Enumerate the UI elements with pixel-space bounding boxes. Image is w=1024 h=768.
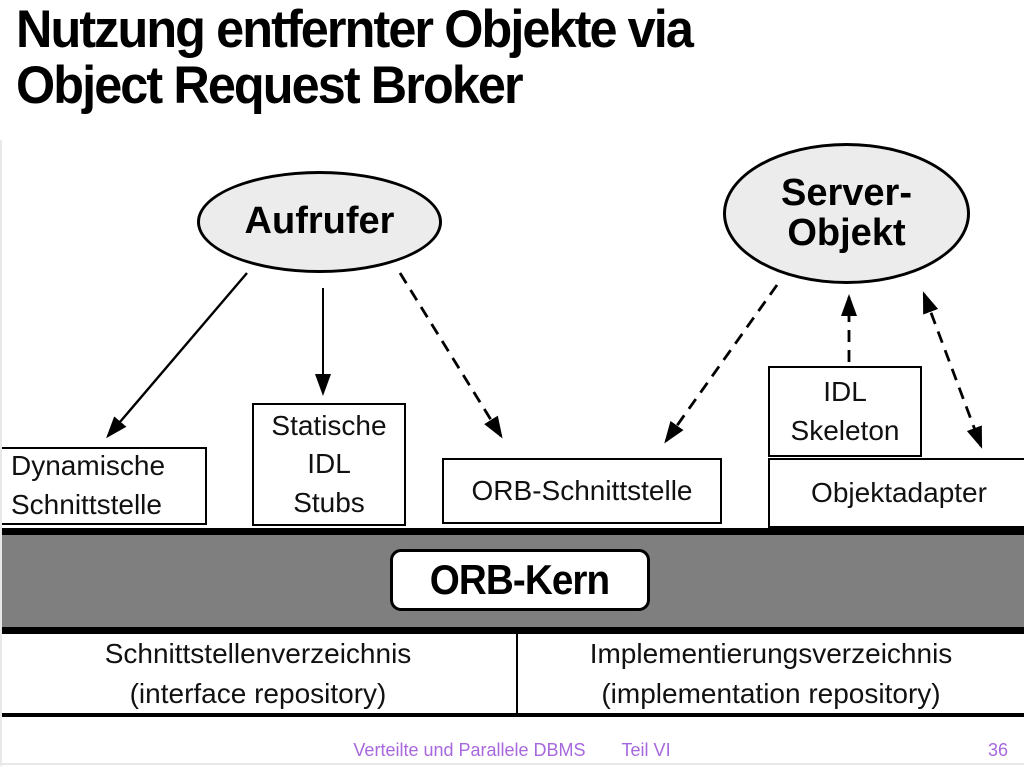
page-number: 36 xyxy=(987,739,1008,760)
footer-course-title: Verteilte und Parallele DBMS xyxy=(353,739,586,760)
node-statische-idl-stubs: Statische IDL Stubs xyxy=(252,403,406,526)
node-orb-kern: ORB-Kern xyxy=(390,549,650,611)
node-objektadapter: Objektadapter xyxy=(768,458,1024,528)
node-dynamische-schnittstelle: Dynamische Schnittstelle xyxy=(0,447,207,525)
node-statische-idl-stubs-label: Statische IDL Stubs xyxy=(271,409,387,518)
node-server-objekt-label: Server- Objekt xyxy=(781,171,912,254)
arrow-aufrufer-to-orb-schnittstelle xyxy=(398,272,503,439)
slide-left-edge-line xyxy=(0,140,2,766)
slide-title: Nutzung entfernter Objekte via Object Re… xyxy=(16,0,694,116)
node-orb-kern-label: ORB-Kern xyxy=(430,556,610,603)
node-server-objekt: Server- Objekt xyxy=(723,143,970,284)
node-idl-skeleton: IDL Skeleton xyxy=(768,366,922,457)
cell-implementation-repository: Implementierungsverzeichnis (implementat… xyxy=(518,634,1024,713)
cell-implementation-repository-label: Implementierungsverzeichnis (implementat… xyxy=(589,638,953,709)
arrow-server-objekt-objektadapter-bidirectional xyxy=(922,291,983,449)
footer-part-label: Teil VI xyxy=(621,739,671,760)
node-objektadapter-label: Objektadapter xyxy=(811,476,987,508)
node-orb-schnittstelle: ORB-Schnittstelle xyxy=(442,458,722,524)
node-aufrufer: Aufrufer xyxy=(197,171,442,273)
arrow-server-objekt-to-orb-schnittstelle xyxy=(664,284,779,444)
node-aufrufer-label: Aufrufer xyxy=(244,200,395,243)
footer: Verteilte und Parallele DBMS Teil VI xyxy=(0,738,1024,762)
arrow-aufrufer-to-dynamische-schnittstelle xyxy=(106,272,248,439)
node-idl-skeleton-label: IDL Skeleton xyxy=(790,375,900,446)
slide-bottom-edge-line xyxy=(0,763,1024,765)
node-orb-schnittstelle-label: ORB-Schnittstelle xyxy=(471,474,693,506)
cell-interface-repository: Schnittstellenverzeichnis (interface rep… xyxy=(0,634,518,713)
repository-row: Schnittstellenverzeichnis (interface rep… xyxy=(0,634,1024,717)
node-dynamische-schnittstelle-label: Dynamische Schnittstelle xyxy=(11,450,166,520)
cell-interface-repository-label: Schnittstellenverzeichnis (interface rep… xyxy=(104,638,412,709)
